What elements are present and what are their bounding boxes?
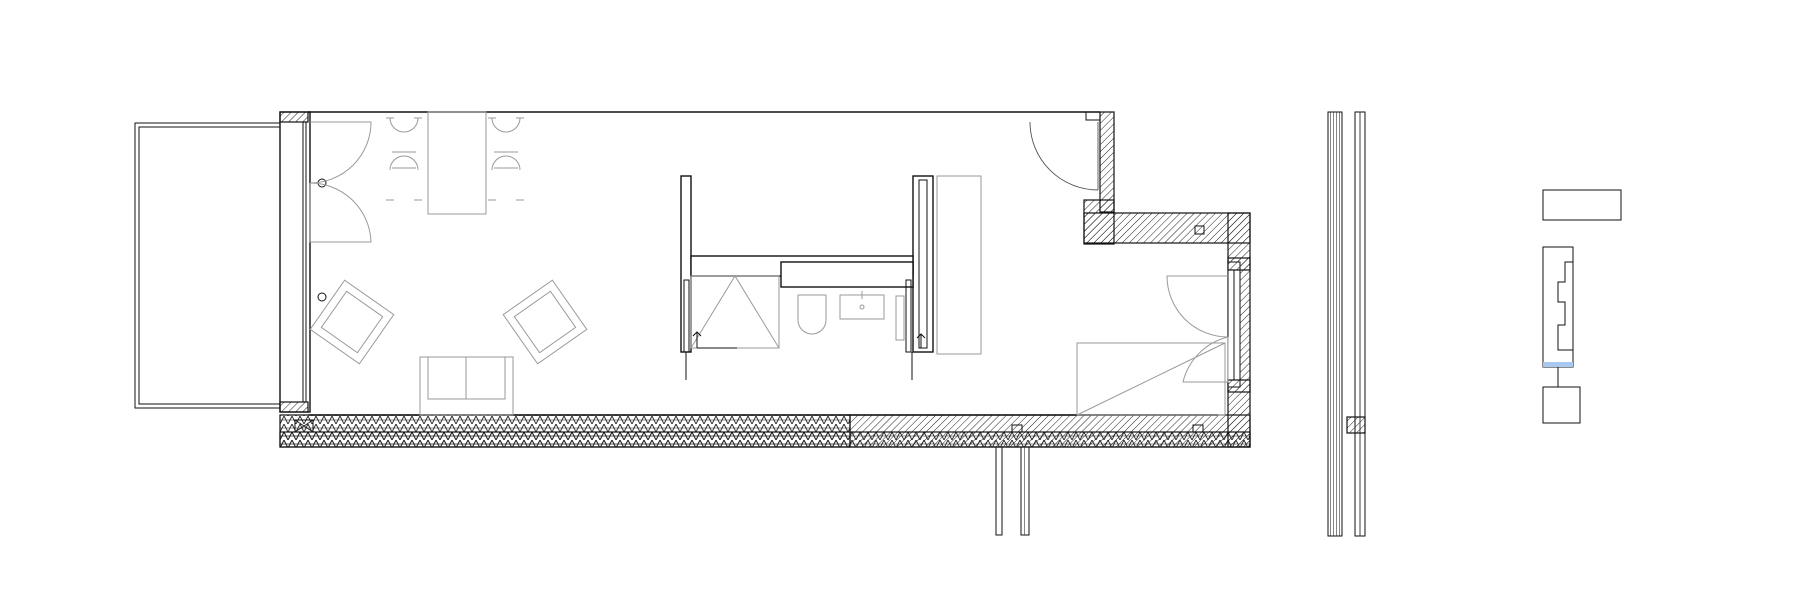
shower bbox=[690, 275, 780, 349]
exterior-wall-bottom bbox=[279, 414, 1251, 448]
washbasin bbox=[839, 291, 885, 320]
water-marker-icon bbox=[1543, 362, 1573, 367]
bathroom-door-right bbox=[895, 295, 926, 348]
toilet bbox=[797, 294, 827, 335]
socket-icon bbox=[317, 178, 327, 188]
section-elevation bbox=[1327, 111, 1366, 537]
detail-key bbox=[1542, 189, 1622, 424]
balcony-door bbox=[309, 121, 372, 243]
armchair-left bbox=[309, 279, 395, 365]
dining-chairs bbox=[386, 117, 524, 201]
socket-icon bbox=[317, 292, 327, 302]
entry-door bbox=[1029, 121, 1099, 191]
balcony bbox=[134, 122, 284, 409]
bedroom-door bbox=[1166, 275, 1229, 383]
bed bbox=[1076, 342, 1226, 416]
window-wall-left bbox=[279, 111, 327, 413]
exterior-wall-right bbox=[1083, 111, 1251, 448]
armchair-right bbox=[502, 279, 588, 365]
wardrobe bbox=[936, 175, 982, 355]
sofa bbox=[419, 356, 514, 416]
bathroom-core bbox=[680, 175, 934, 380]
corridor-walls bbox=[995, 446, 1030, 536]
dining-table bbox=[427, 111, 487, 215]
